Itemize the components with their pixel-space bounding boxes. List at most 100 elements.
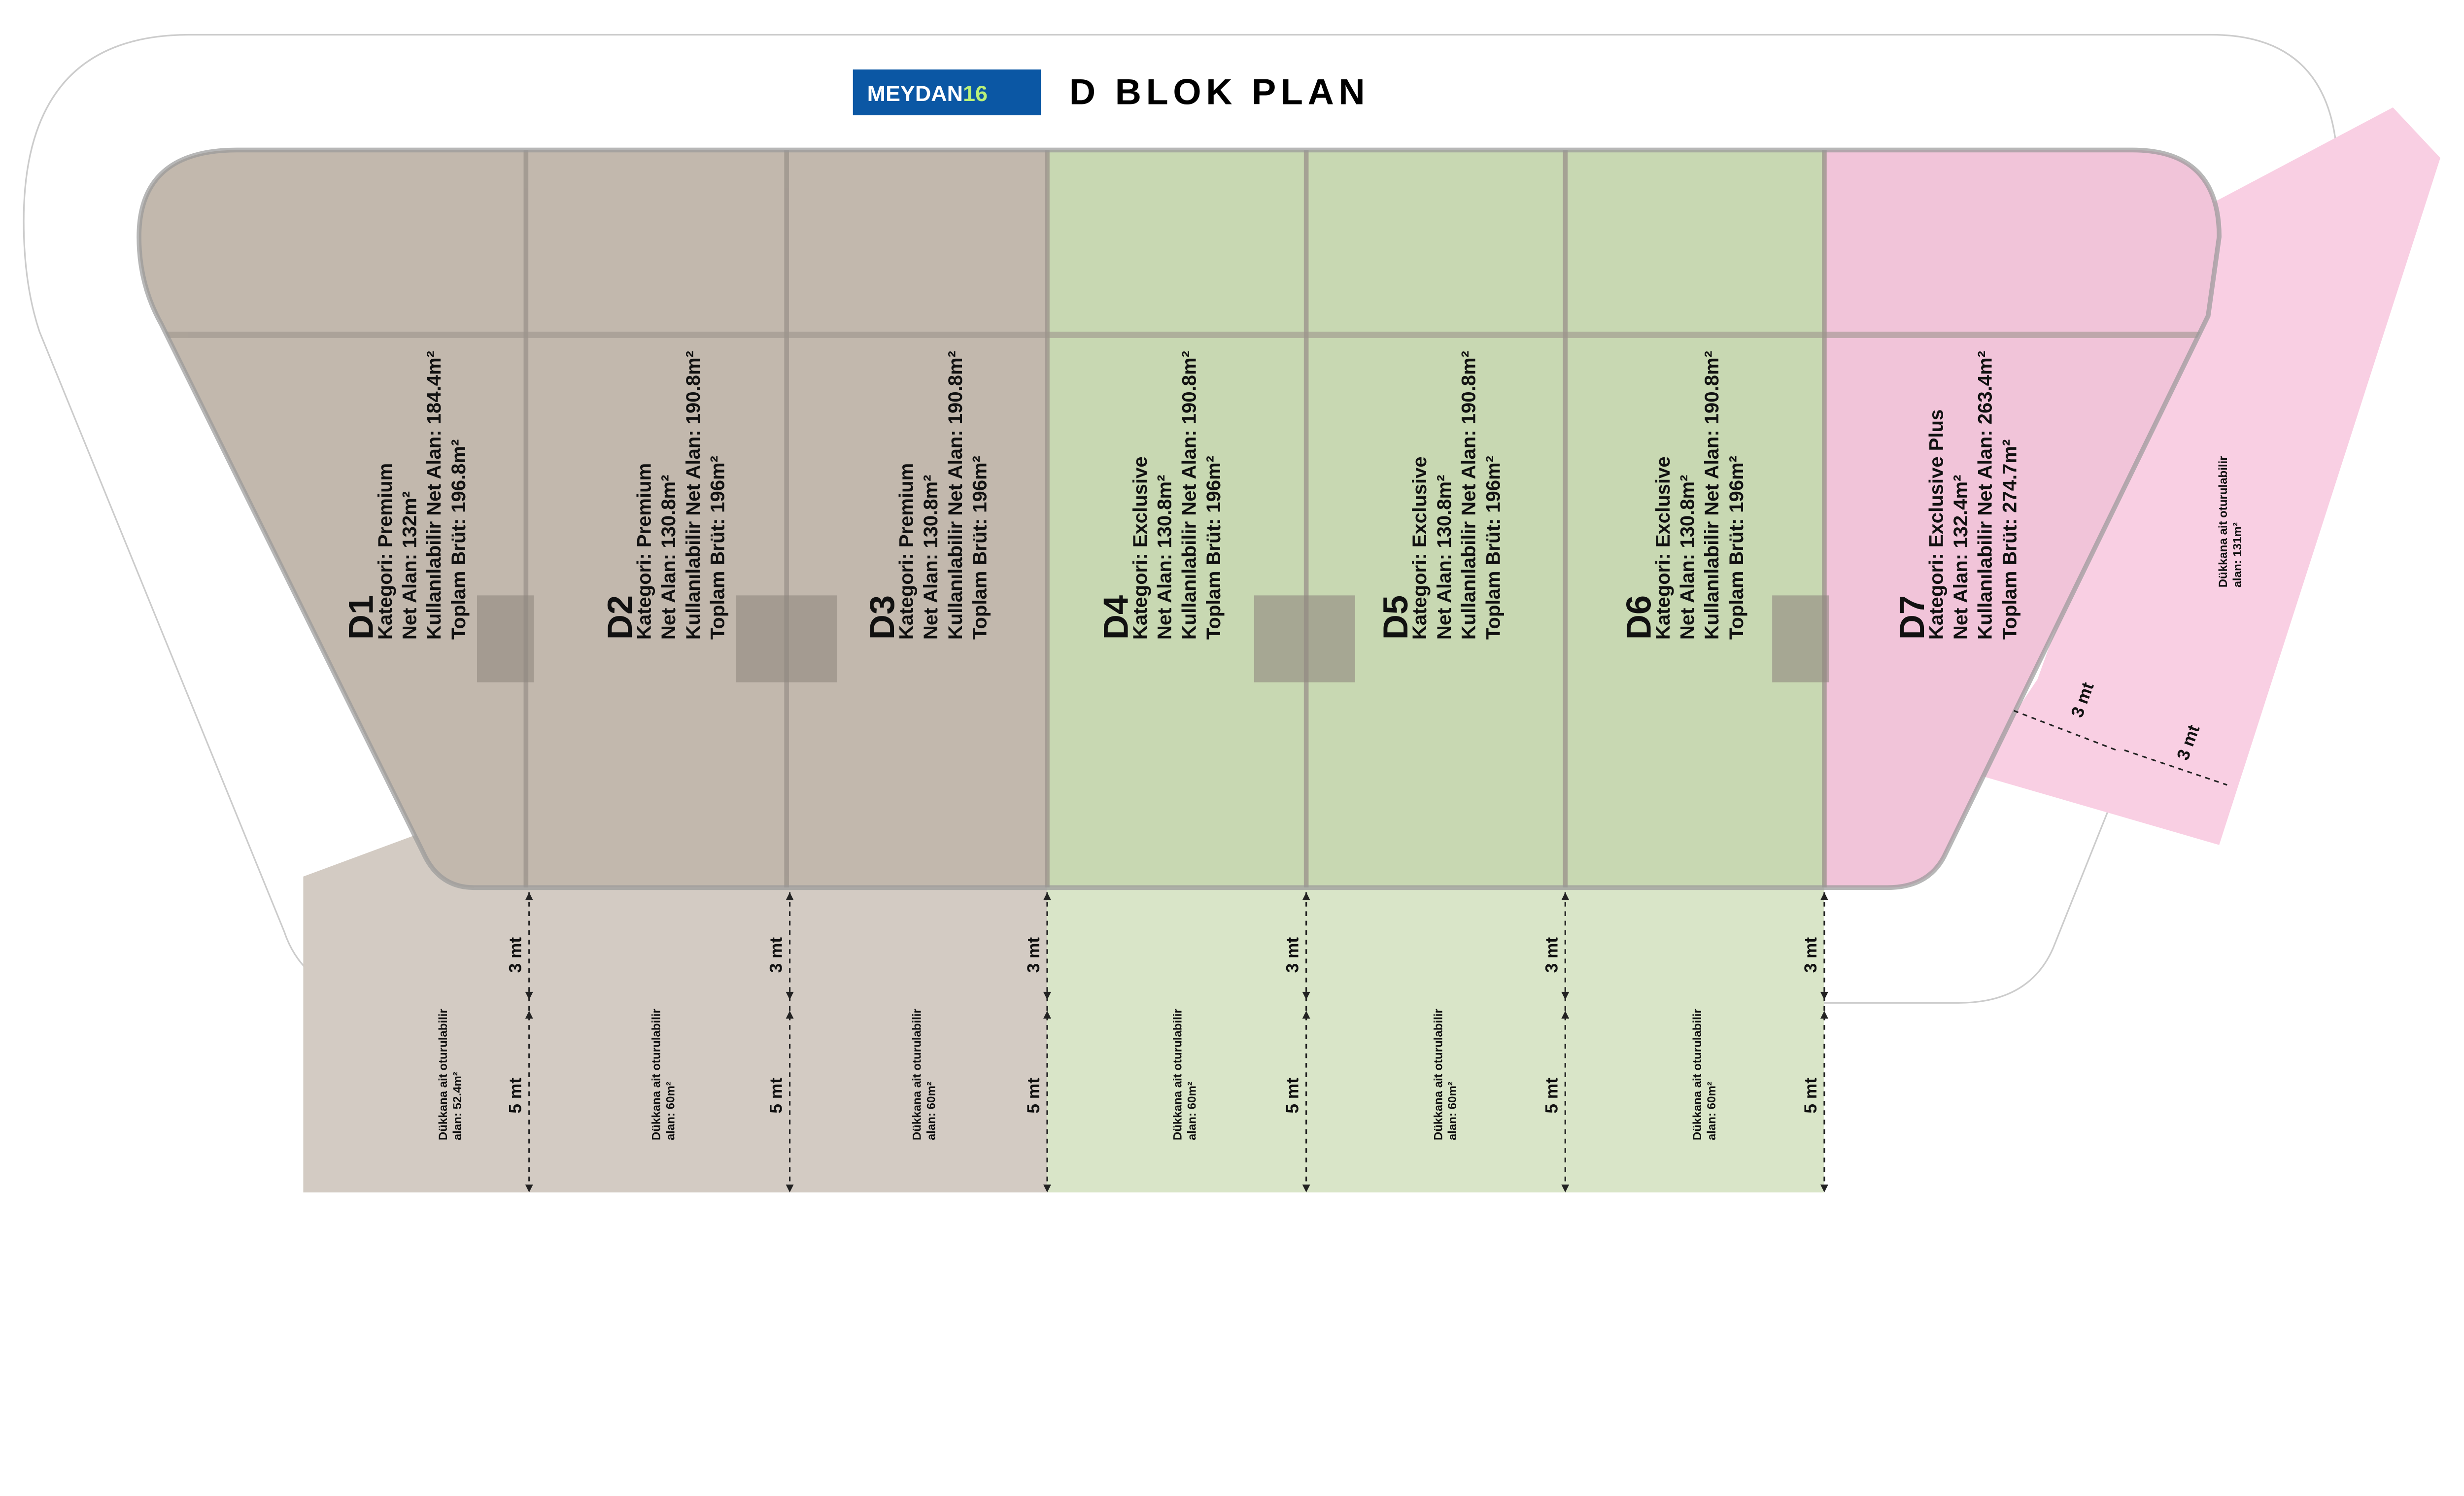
dimension-label: 3 mt (1801, 937, 1820, 973)
seating-area-label: Dükkana ait oturulabilir (650, 1009, 663, 1140)
dimension-label: 5 mt (1283, 1078, 1302, 1114)
unit-brut: Toplam Brüt: 196m² (707, 456, 729, 640)
dimension-label: 5 mt (506, 1078, 525, 1114)
unit-id: D3 (862, 595, 901, 640)
seating-area-label: alan: 60m² (1185, 1082, 1198, 1140)
page-title: D BLOK PLAN (1069, 71, 1369, 112)
building-outline (137, 147, 2222, 890)
unit-id: D2 (600, 595, 639, 640)
dimension-label: 3 mt (506, 937, 525, 973)
seating-area-exclusive-plus (1974, 107, 2440, 845)
unit-net: Net Alan: 130.8m² (920, 475, 942, 640)
seating-area-label: Dükkana ait oturulabilir (1171, 1009, 1184, 1140)
arrow-icon (525, 991, 533, 1000)
seating-area-label: alan: 60m² (1705, 1082, 1718, 1140)
unit-brut: Toplam Brüt: 274.7m² (1999, 440, 2020, 640)
dimension-label: 5 mt (767, 1078, 786, 1114)
arrow-icon (1302, 892, 1310, 900)
seating-area-label: Dükkana ait oturulabilir (2217, 456, 2230, 587)
arrow-icon (1820, 1011, 1828, 1019)
dimension-label: 5 mt (1542, 1078, 1561, 1114)
seating-area-label: Dükkana ait oturulabilir (1432, 1009, 1445, 1140)
unit-kullanilabilir: Kullanılabilir Net Alan: 263.4m² (1975, 351, 1996, 640)
zone-exclusive (1047, 150, 1824, 888)
arrow-icon (1820, 1184, 1828, 1192)
unit-id: D4 (1096, 595, 1135, 640)
seating-area-label: alan: 60m² (664, 1082, 678, 1140)
unit-kategori: Kategori: Exclusive Plus (1925, 409, 1947, 640)
arrow-icon (1043, 991, 1052, 1000)
unit-kullanilabilir: Kullanılabilir Net Alan: 190.8m² (1458, 351, 1480, 640)
logo (853, 69, 1041, 115)
unit-brut: Toplam Brüt: 196.8m² (448, 440, 470, 640)
unit-kategori: Kategori: Premium (634, 463, 655, 640)
dimension-label: 5 mt (1024, 1078, 1043, 1114)
arrow-icon (1302, 991, 1310, 1000)
logo-word: MEYDAN (867, 81, 963, 106)
arrow-icon (1820, 892, 1828, 900)
dimensions: 3 mt 5 mt 3 mt 5 mt 3 mt 5 mt 3 mt 5 mt 3 mt 5 mt… (506, 680, 2227, 1192)
unit-kullanilabilir: Kullanılabilir Net Alan: 184.4m² (423, 351, 445, 640)
arrow-icon (525, 1184, 533, 1192)
logo-text: MEYDAN16 (867, 81, 988, 106)
unit-net: Net Alan: 130.8m² (658, 475, 680, 640)
arrow-icon (525, 1011, 533, 1019)
seating-area-premium (303, 834, 1048, 1192)
unit-walls (523, 150, 1827, 888)
dimension-label: 3 mt (1024, 937, 1043, 973)
unit-net: Net Alan: 132.4m² (1950, 475, 1972, 640)
arrow-icon (1561, 892, 1570, 900)
arrow-icon (1043, 1011, 1052, 1019)
unit-kategori: Kategori: Exclusive (1129, 456, 1151, 640)
seating-area-label: alan: 131m² (2231, 522, 2244, 587)
unit-brut: Toplam Brüt: 196m² (1482, 456, 1504, 640)
unit-kullanilabilir: Kullanılabilir Net Alan: 190.8m² (945, 351, 966, 640)
seating-area-label: Dükkana ait oturulabilir (911, 1009, 924, 1140)
arrow-icon (1820, 991, 1828, 1000)
arrow-icon (1561, 1011, 1570, 1019)
unit-id: D1 (341, 595, 380, 640)
logo-number: 16 (963, 81, 988, 106)
arrow-icon (1561, 1184, 1570, 1192)
arrow-icon (1302, 1011, 1310, 1019)
unit-brut: Toplam Brüt: 196m² (1726, 456, 1747, 640)
dimension-label: 3 mt (1283, 937, 1302, 973)
arrow-icon (525, 892, 533, 900)
arrow-icon (1043, 1184, 1052, 1192)
unit-kullanilabilir: Kullanılabilir Net Alan: 190.8m² (1701, 351, 1723, 640)
seating-area-label: Dükkana ait oturulabilir (437, 1009, 450, 1140)
seating-area-label: alan: 52.4m² (451, 1072, 464, 1140)
arrow-icon (1043, 892, 1052, 900)
unit-brut: Toplam Brüt: 196m² (1203, 456, 1225, 640)
dimension-label: 3 mt (1542, 937, 1561, 973)
unit-net: Net Alan: 130.8m² (1677, 475, 1698, 640)
arrow-icon (786, 1184, 794, 1192)
unit-id: D5 (1376, 595, 1415, 640)
dimension-label: 5 mt (1801, 1078, 1820, 1114)
unit-net: Net Alan: 132m² (399, 491, 421, 640)
unit-id: D7 (1892, 595, 1931, 640)
wc-blocks (477, 595, 1829, 682)
unit-net: Net Alan: 130.8m² (1434, 475, 1455, 640)
unit-kullanilabilir: Kullanılabilir Net Alan: 190.8m² (1178, 351, 1200, 640)
arrow-icon (786, 1011, 794, 1019)
arrow-icon (786, 991, 794, 1000)
arrow-icon (1561, 991, 1570, 1000)
dimension-label: 3 mt (767, 937, 786, 973)
seating-area-label: alan: 60m² (1446, 1082, 1459, 1140)
seating-area-label: alan: 60m² (924, 1082, 938, 1140)
unit-kategori: Kategori: Premium (896, 463, 918, 640)
unit-id: D6 (1619, 595, 1658, 640)
seating-area-exclusive (1047, 887, 1824, 1192)
arrow-icon (786, 892, 794, 900)
